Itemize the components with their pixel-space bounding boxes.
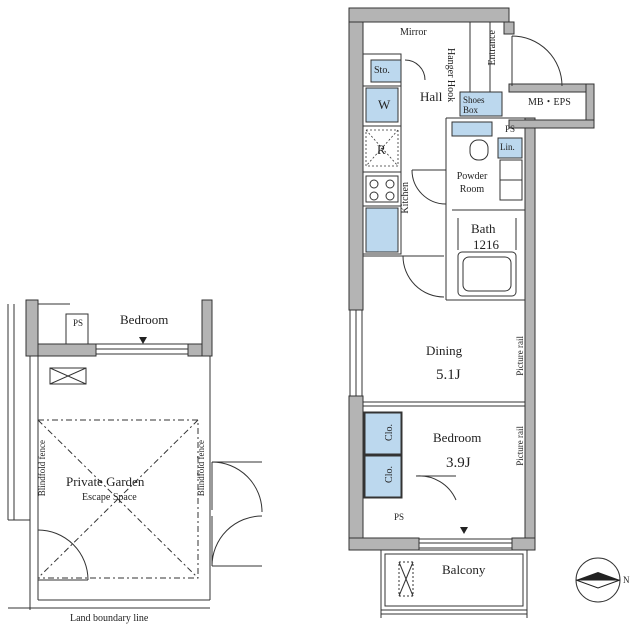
bedroom-label: Bedroom <box>433 430 482 445</box>
garden-walls <box>25 299 213 357</box>
ps-bottom-label: PS <box>394 512 405 522</box>
entrance-label: Entrance <box>487 30 498 66</box>
unit-walls <box>348 7 595 551</box>
private-garden-label: Private Garden <box>66 474 145 489</box>
blindfold-fence-left-label: Blindfold fence <box>37 440 47 497</box>
ps-top-label: PS <box>505 124 516 134</box>
linen-label: Lin. <box>500 142 515 152</box>
unit-blue-fixtures <box>364 59 523 498</box>
balcony-label: Balcony <box>442 562 486 577</box>
compass-north-label: N <box>623 575 630 585</box>
storage-label: Sto. <box>374 65 390 76</box>
picture-rail-dining-label: Picture rail <box>515 336 525 376</box>
dining-size-label: 5.1J <box>436 367 461 383</box>
blindfold-fence-right-label: Blindfold fence <box>196 440 206 497</box>
window-marker <box>139 337 147 344</box>
garden-bedroom-label: Bedroom <box>120 312 169 327</box>
compass-icon <box>575 557 621 603</box>
shoes-box-label: Shoes Box <box>463 95 485 115</box>
closet-lower-label: Clo. <box>384 466 395 483</box>
dining-label: Dining <box>426 343 463 358</box>
garden-lines <box>7 303 263 610</box>
bedroom-size-label: 3.9J <box>446 455 471 471</box>
kitchen-label: Kitchen <box>400 182 411 214</box>
bath-label: Bath <box>471 221 496 236</box>
refrigerator-label: R <box>377 142 386 157</box>
bath-size-label: 1216 <box>473 237 499 252</box>
cooktop-icon <box>365 175 399 203</box>
hanger-hook-label: Hanger Hook <box>445 48 456 103</box>
hall-label: Hall <box>420 89 443 104</box>
mb-eps-label: MB・EPS <box>528 97 571 108</box>
picture-rail-bedroom-label: Picture rail <box>515 426 525 466</box>
escape-space-label: Escape Space <box>82 492 137 503</box>
mirror-label: Mirror <box>400 27 427 38</box>
powder-room-label: Powder Room <box>456 171 488 195</box>
window-marker <box>460 527 468 534</box>
unit-interior-lines <box>349 22 563 618</box>
washer-label: W <box>378 97 391 112</box>
closet-upper-label: Clo. <box>384 424 395 441</box>
unit-appliance-marks <box>365 129 399 167</box>
land-boundary-label: Land boundary line <box>70 613 149 624</box>
garden-ps-label: PS <box>73 318 84 328</box>
